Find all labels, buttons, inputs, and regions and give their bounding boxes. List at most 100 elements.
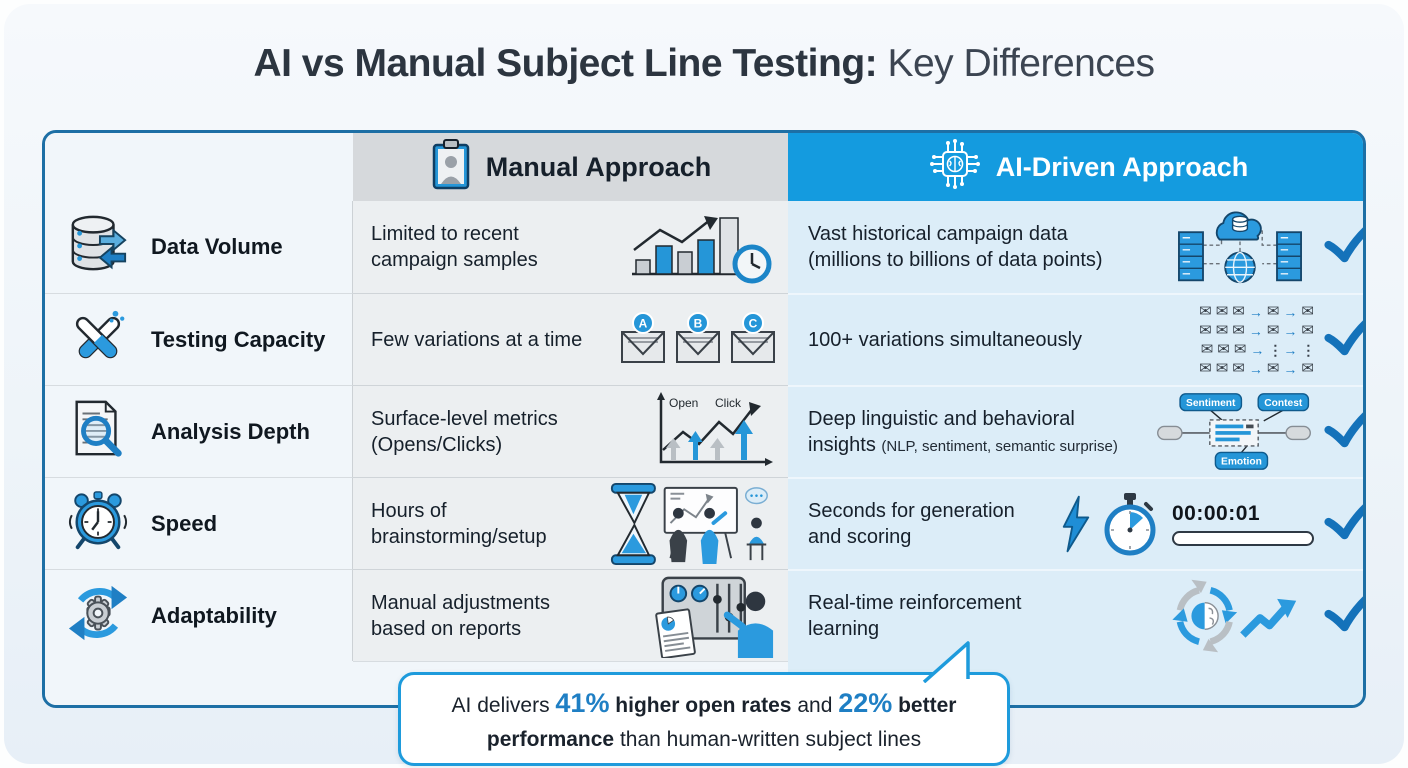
- ai-text: Real-time reinforcement learning: [808, 592, 1022, 640]
- page-title: AI vs Manual Subject Line Testing: Key D…: [0, 42, 1408, 86]
- envelope-glyph: ✉: [1199, 322, 1212, 339]
- callout-stat-performance: 22%: [838, 688, 893, 718]
- envelope-glyph: ✉: [1217, 341, 1230, 358]
- manual-cell-adaptability: Manual adjustments based on reports: [353, 569, 788, 661]
- summary-callout: AI delivers 41% higher open rates and 22…: [398, 641, 1010, 766]
- ai-cell-data-volume: Vast historical campaign data (millions …: [788, 201, 1363, 293]
- nlp-tags-diagram-icon: Sentiment Contest Emotion: [1154, 391, 1314, 473]
- manual-text: Manual adjustments based on reports: [371, 591, 550, 640]
- ai-cell-adaptability: Real-time reinforcement learning: [788, 569, 1363, 661]
- ai-text: Vast historical campaign data (millions …: [808, 223, 1103, 271]
- row-label-text: Adaptability: [151, 602, 277, 628]
- envelope-glyph: ✉: [1232, 360, 1245, 377]
- hourglass-meeting-icon: [608, 482, 776, 566]
- ai-text: 100+ variations simultaneously: [808, 329, 1083, 351]
- arrow-glyph: →: [1283, 360, 1298, 377]
- arrow-glyph: →: [1250, 341, 1265, 358]
- callout-segment: than human-written subject lines: [614, 727, 922, 751]
- envelope-glyph: ✉: [1199, 360, 1212, 377]
- ai-header-label: AI-Driven Approach: [995, 151, 1249, 182]
- envelope-glyph: ✉: [1266, 322, 1280, 339]
- stopwatch-time: 00:00:01: [1172, 502, 1261, 525]
- lightning-icon: [1060, 494, 1092, 554]
- envelope-glyph: ✉: [1199, 303, 1212, 320]
- envelope-glyph: ✉: [1301, 360, 1314, 377]
- arrow-glyph: →: [1283, 303, 1298, 320]
- row-label-text: Data Volume: [151, 234, 283, 259]
- row-label-data-volume: Data Volume: [45, 201, 353, 293]
- manual-header-label: Manual Approach: [485, 151, 712, 182]
- comparison-table: Manual Approach: [42, 130, 1366, 708]
- manual-header: Manual Approach: [353, 133, 788, 201]
- sync-gear-icon: [67, 582, 129, 650]
- title-light: Key Differences: [877, 42, 1155, 85]
- manual-cell-speed: Hours of brainstorming/setup: [353, 477, 788, 569]
- tag-contest: Contest: [1264, 398, 1303, 409]
- arrow-glyph: →: [1248, 360, 1263, 377]
- checkmark-icon: [1324, 408, 1363, 456]
- arrow-glyph: →: [1248, 303, 1263, 320]
- row-label-testing-capacity: Testing Capacity: [45, 293, 353, 385]
- title-strong: AI vs Manual Subject Line Testing:: [253, 42, 878, 85]
- envelope-glyph: ✉: [1301, 322, 1314, 339]
- callout-segment: higher open rates: [609, 694, 792, 717]
- callout-tail: [922, 641, 970, 683]
- arrow-glyph: →: [1248, 322, 1263, 339]
- open-click-chart-icon: Open Click: [648, 390, 776, 474]
- header-blank-cell: [45, 133, 353, 201]
- envelope-letter: C: [749, 316, 758, 330]
- ai-text: Seconds for generation and scoring: [808, 500, 1015, 548]
- envelope-letter: B: [694, 316, 703, 330]
- checkmark-icon: [1324, 592, 1363, 640]
- stopwatch-icon: [1100, 492, 1160, 556]
- progress-bar: [1172, 531, 1314, 546]
- envelope-glyph: ✉: [1266, 360, 1280, 377]
- callout-text: AI delivers 41% higher open rates and 22…: [425, 683, 983, 755]
- test-tubes-icon: [67, 306, 129, 374]
- manual-cell-data-volume: Limited to recent campaign samples: [353, 201, 788, 293]
- envelope-glyph: ✉: [1266, 303, 1280, 320]
- tag-emotion: Emotion: [1221, 457, 1262, 468]
- manual-text: Few variations at a time: [371, 328, 583, 351]
- tag-sentiment: Sentiment: [1186, 398, 1236, 409]
- ai-cell-testing-capacity: 100+ variations simultaneously ✉✉✉→✉→✉✉✉…: [788, 293, 1363, 385]
- arrow-glyph: →: [1283, 322, 1298, 339]
- clipboard-person-icon: [430, 138, 472, 197]
- envelope-glyph: ✉: [1233, 341, 1247, 358]
- callout-segment: better performance: [486, 694, 957, 751]
- row-label-text: Speed: [151, 510, 218, 536]
- control-panel-person-icon: [608, 574, 776, 658]
- manual-cell-analysis-depth: Surface-level metrics (Opens/Clicks) Ope…: [353, 385, 788, 477]
- checkmark-icon: [1324, 223, 1363, 271]
- envelope-glyph: ✉: [1232, 322, 1245, 339]
- callout-stat-open-rates: 41%: [555, 688, 610, 718]
- table-filler: [45, 661, 353, 705]
- dots-glyph: ⋮: [1268, 341, 1283, 358]
- row-label-text: Analysis Depth: [151, 418, 310, 444]
- ai-header: AI-Driven Approach: [788, 133, 1363, 201]
- row-label-text: Testing Capacity: [151, 326, 326, 352]
- ai-chip-brain-icon: [928, 137, 982, 198]
- dots-glyph: ⋮: [1301, 341, 1316, 358]
- manual-cell-testing-capacity: Few variations at a time A B: [353, 293, 788, 385]
- manual-text: Limited to recent campaign samples: [371, 223, 538, 271]
- envelopes-abc-icon: A B C: [620, 311, 776, 368]
- envelope-glyph: ✉: [1232, 303, 1245, 320]
- ai-cell-speed: Seconds for generation and scoring: [788, 477, 1363, 569]
- ai-text-main: Deep linguistic and behavioral insights: [808, 408, 1075, 456]
- ai-cell-analysis-depth: Deep linguistic and behavioral insights …: [788, 385, 1363, 477]
- timer-progress: 00:00:01: [1172, 502, 1314, 546]
- envelope-glyph: ✉: [1215, 360, 1229, 377]
- row-label-adaptability: Adaptability: [45, 569, 353, 661]
- envelope-glyph: ✉: [1215, 322, 1229, 339]
- database-sync-icon: [67, 213, 129, 281]
- ai-text-sub: (NLP, sentiment, semantic surprise): [881, 438, 1118, 455]
- brain-cycle-growth-icon: [1166, 576, 1314, 656]
- envelope-grid-icon: ✉✉✉→✉→✉✉✉✉→✉→✉✉✉✉→⋮→⋮✉✉✉→✉→✉: [1199, 303, 1316, 378]
- checkmark-icon: [1324, 500, 1363, 548]
- envelope-glyph: ✉: [1215, 303, 1229, 320]
- row-label-speed: Speed: [45, 477, 353, 569]
- cloud-servers-globe-icon: [1166, 207, 1314, 287]
- manual-text: Surface-level metrics (Opens/Clicks): [371, 407, 558, 456]
